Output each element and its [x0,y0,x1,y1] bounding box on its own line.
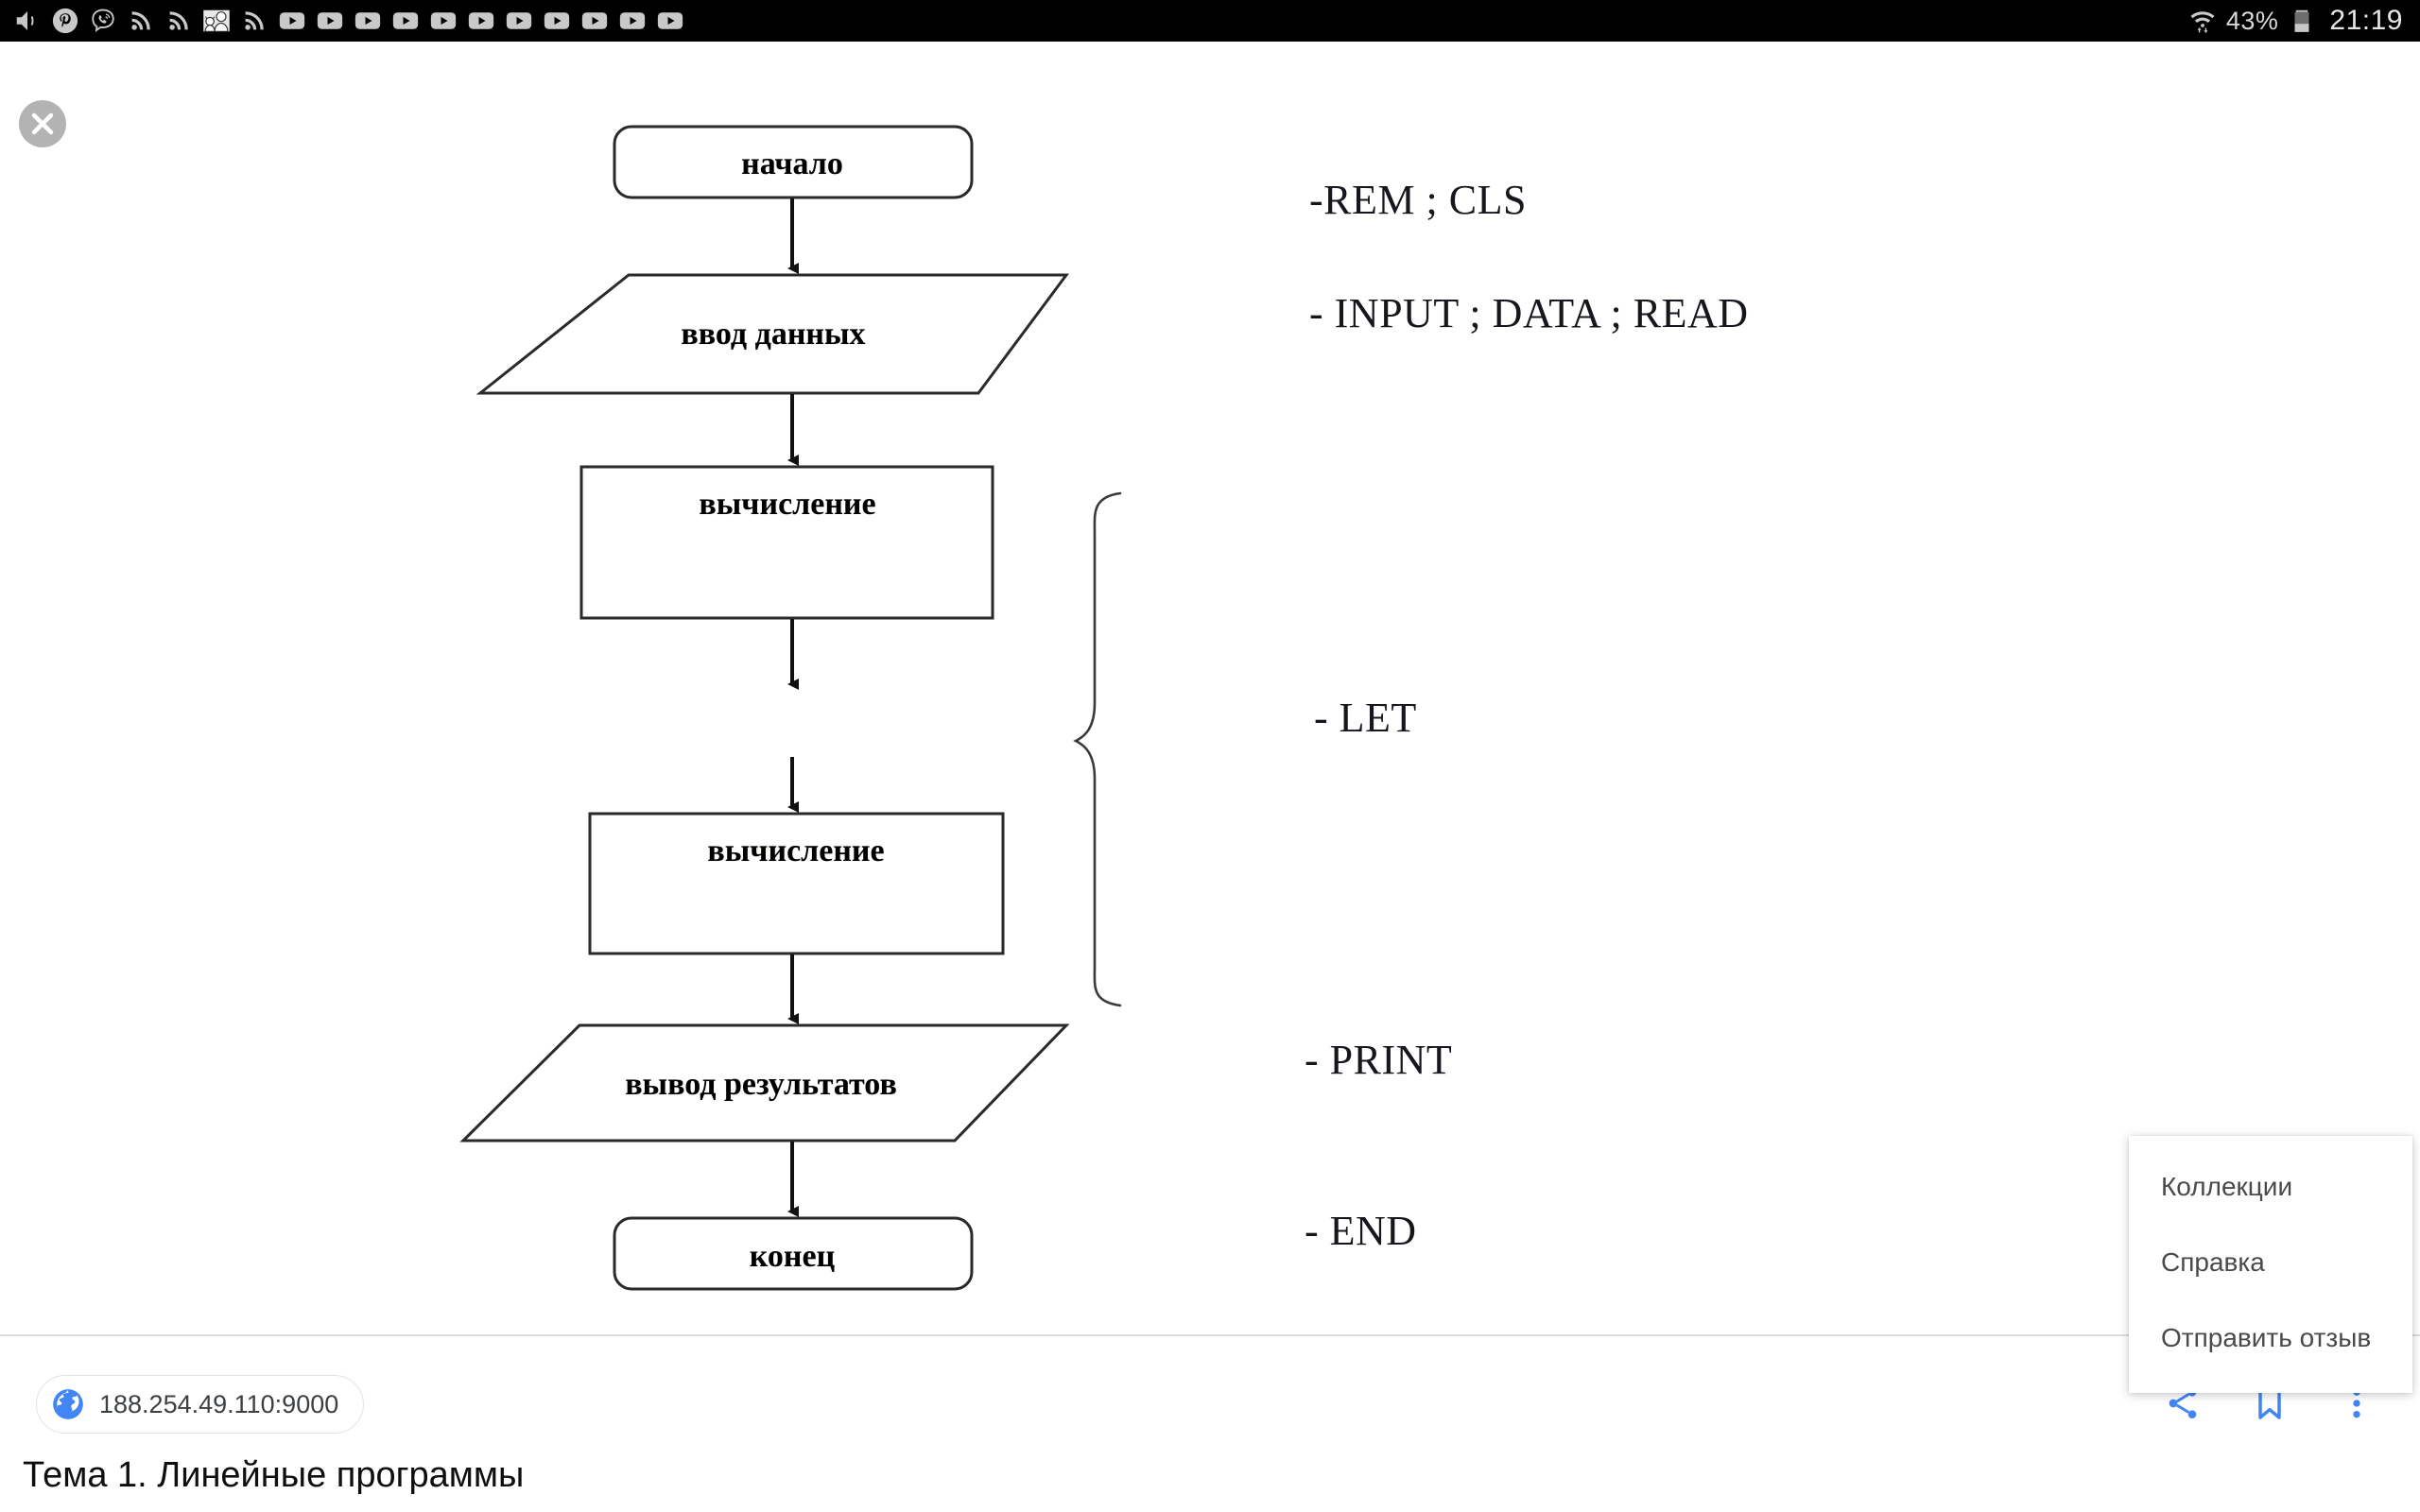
pinterest-icon [52,8,78,34]
globe-icon [53,1389,83,1419]
node-input-shape [475,273,1069,395]
keyword-let: - LET [1314,695,1417,741]
rss-icon [245,11,264,30]
rss-icon [169,11,188,30]
status-system-icons: 43% 21:19 [2188,0,2403,42]
battery-percent: 43% [2225,6,2279,35]
youtube-icon [506,12,532,29]
node-start-shape [613,125,974,199]
status-notification-icons [0,7,684,35]
battery-icon [2294,9,2309,32]
node-calc2-shape [588,812,1005,955]
keyword-rem-cls: -REM ; CLS [1309,177,1527,223]
close-button[interactable] [19,100,66,147]
status-clock: 21:19 [2329,5,2403,36]
youtube-icon [392,12,419,29]
youtube-icon [279,12,305,29]
menu-item-send-feedback[interactable]: Отправить отзыв [2161,1323,2372,1352]
overflow-menu: Коллекции Справка Отправить отзыв [2129,1136,2412,1393]
youtube-icon [544,12,570,29]
node-output-shape [459,1023,1070,1143]
bottom-divider [0,1334,2420,1336]
rss-icon [131,11,150,30]
image-viewer: начало ввод данных вычисление вычисление… [0,42,2420,1334]
keyword-input-data-read: - INPUT ; DATA ; READ [1309,290,1749,336]
photo-thumbnail-icon [203,9,230,32]
right-curly-brace-icon [1073,491,1122,1007]
share-icon [2169,1388,2197,1418]
youtube-icon [619,12,646,29]
node-output-label: вывод результатов [625,1067,897,1102]
node-calc2-label: вычисление [707,833,884,868]
viber-icon [92,9,114,33]
youtube-icon [468,12,494,29]
node-end-label: конец [750,1239,836,1274]
source-url-chip[interactable]: 188.254.49.110:9000 [36,1375,365,1434]
youtube-icon [581,12,608,29]
share-button[interactable] [2148,1368,2218,1438]
flowchart-svg: начало ввод данных вычисление вычисление… [459,125,1122,1291]
menu-item-collections[interactable]: Коллекции [2161,1172,2293,1201]
node-input-label: ввод данных [681,317,865,352]
youtube-icon [354,12,381,29]
youtube-icon [430,12,457,29]
keyword-print: - PRINT [1305,1037,1453,1083]
wifi-data-icon [2190,11,2215,33]
node-calc1-shape [579,465,994,620]
node-end-shape [613,1216,974,1291]
status-bar: 43% 21:19 [0,0,2420,42]
menu-item-help[interactable]: Справка [2161,1247,2265,1277]
node-start-label: начало [741,146,843,181]
volume-icon [16,11,34,30]
image-caption: Тема 1. Линейные программы [23,1455,525,1495]
node-calc1-label: вычисление [699,487,875,522]
flowchart-image: начало ввод данных вычисление вычисление… [0,42,2420,1334]
close-icon [31,112,54,135]
youtube-icon [657,12,683,29]
source-url-text: 188.254.49.110:9000 [99,1389,339,1418]
keyword-end: - END [1305,1208,1417,1254]
youtube-icon [317,12,343,29]
